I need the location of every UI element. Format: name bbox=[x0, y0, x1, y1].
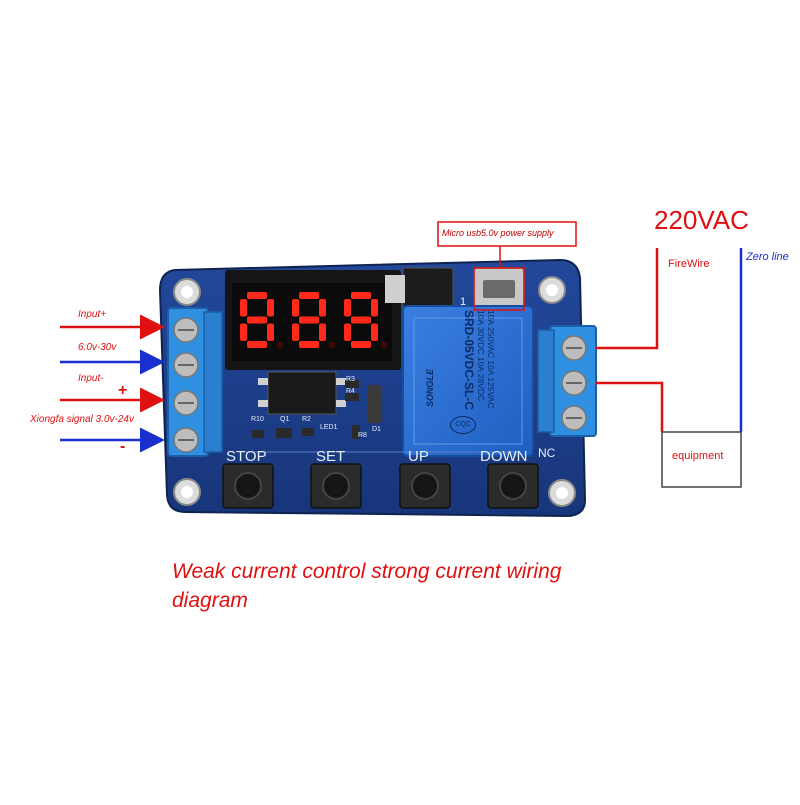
silk-r8: R8 bbox=[358, 432, 367, 439]
left-input-arrows bbox=[60, 314, 165, 453]
right-terminal-block bbox=[537, 325, 597, 437]
usb-label-box bbox=[437, 221, 577, 247]
label-input-range: 6.0v-30v bbox=[78, 342, 117, 353]
caption-line-2: diagram bbox=[172, 589, 248, 612]
digit-segment-a bbox=[299, 292, 319, 299]
digit-segment-c bbox=[319, 323, 326, 341]
silk-pin-1: 1 bbox=[460, 296, 467, 308]
digit-segment-c bbox=[371, 323, 378, 341]
label-usb-power: Micro usb5.0v power supply bbox=[442, 228, 554, 238]
silk-led1: LED1 bbox=[320, 424, 338, 431]
mounting-holes bbox=[173, 276, 576, 507]
digit-segment-d bbox=[351, 341, 371, 348]
relay bbox=[402, 305, 534, 457]
silk-r10: R10 bbox=[251, 416, 264, 423]
display-digit bbox=[344, 292, 388, 349]
label-minus-sign: - bbox=[120, 438, 126, 455]
display-digit bbox=[240, 292, 284, 349]
digit-segment-c bbox=[267, 323, 274, 341]
seven-segment-digits bbox=[240, 292, 388, 349]
equipment-box bbox=[661, 431, 742, 488]
digit-segment-e bbox=[240, 323, 247, 341]
digit-segment-b bbox=[371, 299, 378, 317]
digit-segment-f bbox=[292, 299, 299, 317]
relay-markings: SONGLE 10A 250VAC 10A 125VAC 10A 30VDC 1… bbox=[404, 308, 532, 454]
label-zero-line: Zero line bbox=[746, 251, 789, 263]
label-equipment: equipment bbox=[672, 450, 724, 462]
digit-segment-g bbox=[351, 316, 371, 324]
relay-cert-mark: CQC bbox=[450, 416, 476, 434]
optocoupler-chip bbox=[267, 371, 337, 415]
digit-segment-b bbox=[319, 299, 326, 317]
button-label-up: UP bbox=[408, 448, 429, 465]
digit-segment-d bbox=[247, 341, 267, 348]
label-signal: Xiongfa signal 3.0v-24v bbox=[30, 414, 134, 425]
digit-segment-a bbox=[247, 292, 267, 299]
digit-segment-g bbox=[299, 316, 319, 324]
button-label-down: DOWN bbox=[480, 448, 528, 465]
silk-r2: R2 bbox=[302, 416, 311, 423]
ac-wiring bbox=[596, 248, 743, 432]
relay-rating-1: 10A 250VAC 10A 125VAC bbox=[486, 310, 496, 409]
label-plus-sign: + bbox=[118, 382, 128, 399]
label-input-minus: Input- bbox=[78, 373, 104, 384]
digit-segment-b bbox=[267, 299, 274, 317]
caption-line-1: Weak current control strong current wiri… bbox=[172, 560, 562, 583]
silk-nc: NC bbox=[538, 446, 556, 460]
digit-decimal-point bbox=[276, 341, 284, 349]
display-digit bbox=[292, 292, 336, 349]
digit-segment-e bbox=[344, 323, 351, 341]
digit-segment-f bbox=[240, 299, 247, 317]
label-input-plus: Input+ bbox=[78, 309, 107, 320]
button-label-stop: STOP bbox=[226, 448, 267, 465]
silk-r3: R3 bbox=[346, 376, 355, 383]
digit-segment-d bbox=[299, 341, 319, 348]
digit-segment-f bbox=[344, 299, 351, 317]
relay-rating-2: 10A 30VDC 10A 28VDC bbox=[476, 310, 486, 402]
micro-usb-port bbox=[473, 267, 525, 311]
push-buttons bbox=[222, 463, 539, 509]
digit-decimal-point bbox=[380, 341, 388, 349]
label-220vac: 220VAC bbox=[654, 205, 749, 235]
digit-decimal-point bbox=[328, 341, 336, 349]
relay-brand: SONGLE bbox=[425, 369, 435, 408]
digit-segment-a bbox=[351, 292, 371, 299]
left-terminal-block bbox=[167, 307, 223, 457]
digit-segment-g bbox=[247, 316, 267, 324]
silk-r4: R4 bbox=[346, 388, 355, 395]
silk-d1: D1 bbox=[372, 426, 381, 433]
label-firewire: FireWire bbox=[668, 258, 710, 270]
regulator-chip bbox=[402, 267, 454, 309]
button-label-set: SET bbox=[316, 448, 346, 465]
silk-q1: Q1 bbox=[280, 416, 290, 423]
digit-segment-e bbox=[292, 323, 299, 341]
